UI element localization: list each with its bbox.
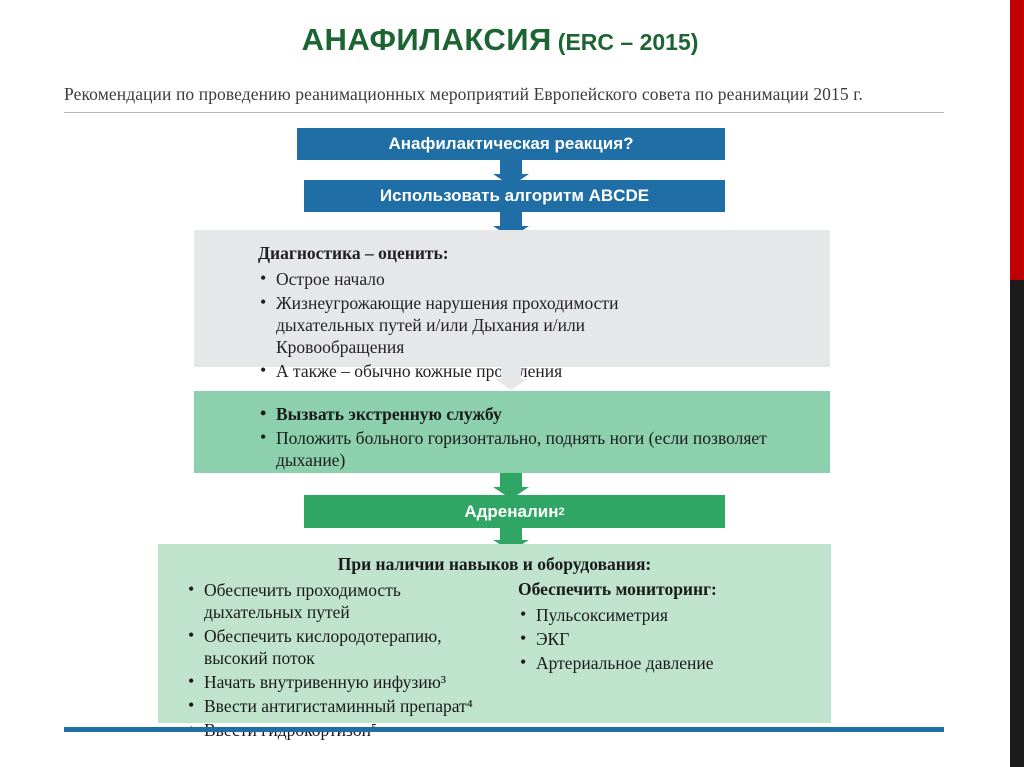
flow-node-skills-equipment-left-list: Обеспечить проходимость дыхательных путе… [186,578,518,741]
flow-node-skills-equipment-heading: При наличии навыков и оборудования: [337,554,652,574]
list-item: Пульсоксиметрия [518,603,818,626]
flow-node-diagnostics: Диагностика – оценить: Острое начало Жиз… [194,230,830,382]
flow-node-abcde-algorithm-label: Использовать алгоритм ABCDE [379,186,650,205]
flow-node-anaphylactic-reaction: Анафилактическая реакция? [297,128,725,160]
flow-node-diagnostics-heading: Диагностика – оценить: [258,243,449,263]
flow-node-diagnostics-list: Острое начало Жизнеугрожающие нарушения … [258,267,830,382]
list-item: Положить больного горизонтально, поднять… [258,426,830,471]
right-accent-bar-red [1010,0,1024,280]
flow-node-adrenaline-superscript: 2 [558,505,565,518]
title-main-text: АНАФИЛАКСИЯ [301,22,552,57]
list-item: Вызвать экстренную службу [258,402,830,425]
flow-node-abcde-algorithm: Использовать алгоритм ABCDE [304,180,725,212]
title-sub-text: (ERC – 2015) [557,29,699,55]
list-item: ЭКГ [518,627,818,650]
list-item: Начать внутривенную инфузию³ [186,670,518,693]
list-item: Обеспечить проходимость дыхательных путе… [186,578,494,623]
list-item: Жизнеугрожающие нарушения проходимости д… [258,291,716,358]
flow-node-emergency-call-list: Вызвать экстренную службу Положить больн… [258,402,830,471]
right-accent-bar-dark [1010,280,1024,767]
anaphylaxis-flowchart: Анафилактическая реакция? Использовать а… [0,120,1000,750]
flow-node-anaphylactic-reaction-label: Анафилактическая реакция? [388,134,634,153]
list-item: Артериальное давление [518,651,818,674]
flow-arrow-3 [481,367,541,391]
flow-node-monitoring-list: Пульсоксиметрия ЭКГ Артериальное давлени… [518,603,818,674]
flow-node-adrenaline-label: Адреналин [464,501,559,521]
flow-node-emergency-call: Вызвать экстренную службу Положить больн… [194,391,830,473]
list-item: Острое начало [258,267,830,290]
bottom-divider [64,727,944,732]
subtitle-divider [64,112,944,113]
list-item: А также – обычно кожные проявления [258,359,830,382]
list-item: Ввести антигистаминный препарат⁴ [186,694,518,717]
subtitle-text: Рекомендации по проведению реанимационны… [64,84,863,104]
flow-node-skills-equipment: При наличии навыков и оборудования: Обес… [158,544,831,741]
list-item: Обеспечить кислородотерапию, высокий пот… [186,624,494,669]
flow-node-monitoring-heading: Обеспечить мониторинг: [518,579,717,599]
page-title: АНАФИЛАКСИЯ(ERC – 2015) [0,22,1000,58]
